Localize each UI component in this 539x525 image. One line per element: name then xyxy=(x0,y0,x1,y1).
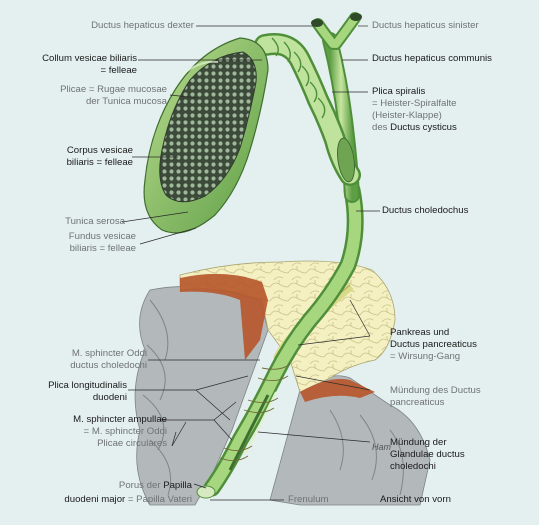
label-pankreas-3: = Wirsung-Gang xyxy=(390,351,461,362)
label-sphincter-oddi-1: M. sphincter Oddi xyxy=(71,348,147,359)
label-pankreas-1: Pankreas und xyxy=(390,327,450,338)
label-papilla-vateri-suffix: = Papilla Vateri xyxy=(127,494,192,505)
label-corpus-2: biliaris = felleae xyxy=(66,157,133,168)
label-plicae-circulares: Plicae circulares xyxy=(97,438,167,449)
label-papilla: Papilla xyxy=(163,480,192,491)
label-heister-3: des Ductus cysticus xyxy=(372,122,457,134)
label-sphincter-ampullae-1: M. sphincter ampullae xyxy=(73,414,167,425)
label-muendung-pancreaticus-1: Mündung des Ductus xyxy=(390,385,481,396)
label-ductus-cysticus: Ductus cysticus xyxy=(390,122,457,133)
label-pankreas-2: Ductus pancreaticus xyxy=(390,339,477,350)
label-plica-spiralis: Plica spiralis xyxy=(372,86,426,97)
label-collum-1: Collum vesicae biliaris xyxy=(42,53,137,64)
papilla xyxy=(196,485,216,499)
label-papilla-duodeni-major: duodeni major xyxy=(64,494,126,505)
label-muendung-pancreaticus-2: pancreaticus xyxy=(390,397,445,408)
label-muendung-glandulae-2: Glandulae ductus xyxy=(390,449,465,460)
label-porus-prefix: Porus der xyxy=(118,480,161,491)
leader-lines xyxy=(121,25,380,501)
label-sphincter-oddi-2: ductus choledochi xyxy=(70,360,147,371)
sphincter-fibers xyxy=(219,363,291,461)
label-sphincter-ampullae-2: = M. sphincter Oddi xyxy=(83,426,167,437)
ductus-choledochus xyxy=(203,181,364,497)
label-plicae-2: der Tunica mucosa xyxy=(85,96,167,107)
label-fundus-1: Fundus vesicae xyxy=(68,231,136,242)
label-tunica-serosa: Tunica serosa xyxy=(65,216,125,227)
label-papilla-vateri: duodeni major = Papilla Vateri xyxy=(64,494,192,506)
signature: Ham xyxy=(372,442,392,452)
label-fundus-2: biliaris = felleae xyxy=(69,243,136,254)
label-ductus-hepaticus-communis: Ductus hepaticus communis xyxy=(372,53,492,64)
ductus-cysticus xyxy=(254,33,361,186)
label-ductus-hepaticus-dexter: Ductus hepaticus dexter xyxy=(91,20,194,31)
label-ductus-hepaticus-sinister: Ductus hepaticus sinister xyxy=(372,20,479,31)
label-plica-longitudinalis-2: duodeni xyxy=(92,392,127,403)
label-collum-2: = felleae xyxy=(100,65,137,76)
label-porus: Porus der Papilla xyxy=(119,480,192,492)
label-plica-longitudinalis-1: Plica longitudinalis xyxy=(48,380,127,391)
label-frenulum: Frenulum xyxy=(288,494,329,505)
label-ductus-choledochus: Ductus choledochus xyxy=(382,205,469,216)
label-ansicht-von-vorn: Ansicht von vorn xyxy=(380,494,451,505)
label-heister-2: (Heister-Klappe) xyxy=(372,110,442,121)
label-plicae-1: Plicae = Rugae mucosae xyxy=(60,84,167,95)
label-corpus-1: Corpus vesicae xyxy=(66,145,133,156)
label-heister-3-prefix: des xyxy=(372,122,388,133)
label-muendung-glandulae-1: Mündung der xyxy=(390,437,447,448)
label-muendung-glandulae-3: choledochi xyxy=(390,461,436,472)
gallbladder xyxy=(143,37,269,234)
label-heister-1: = Heister-Spiralfalte xyxy=(372,98,457,109)
